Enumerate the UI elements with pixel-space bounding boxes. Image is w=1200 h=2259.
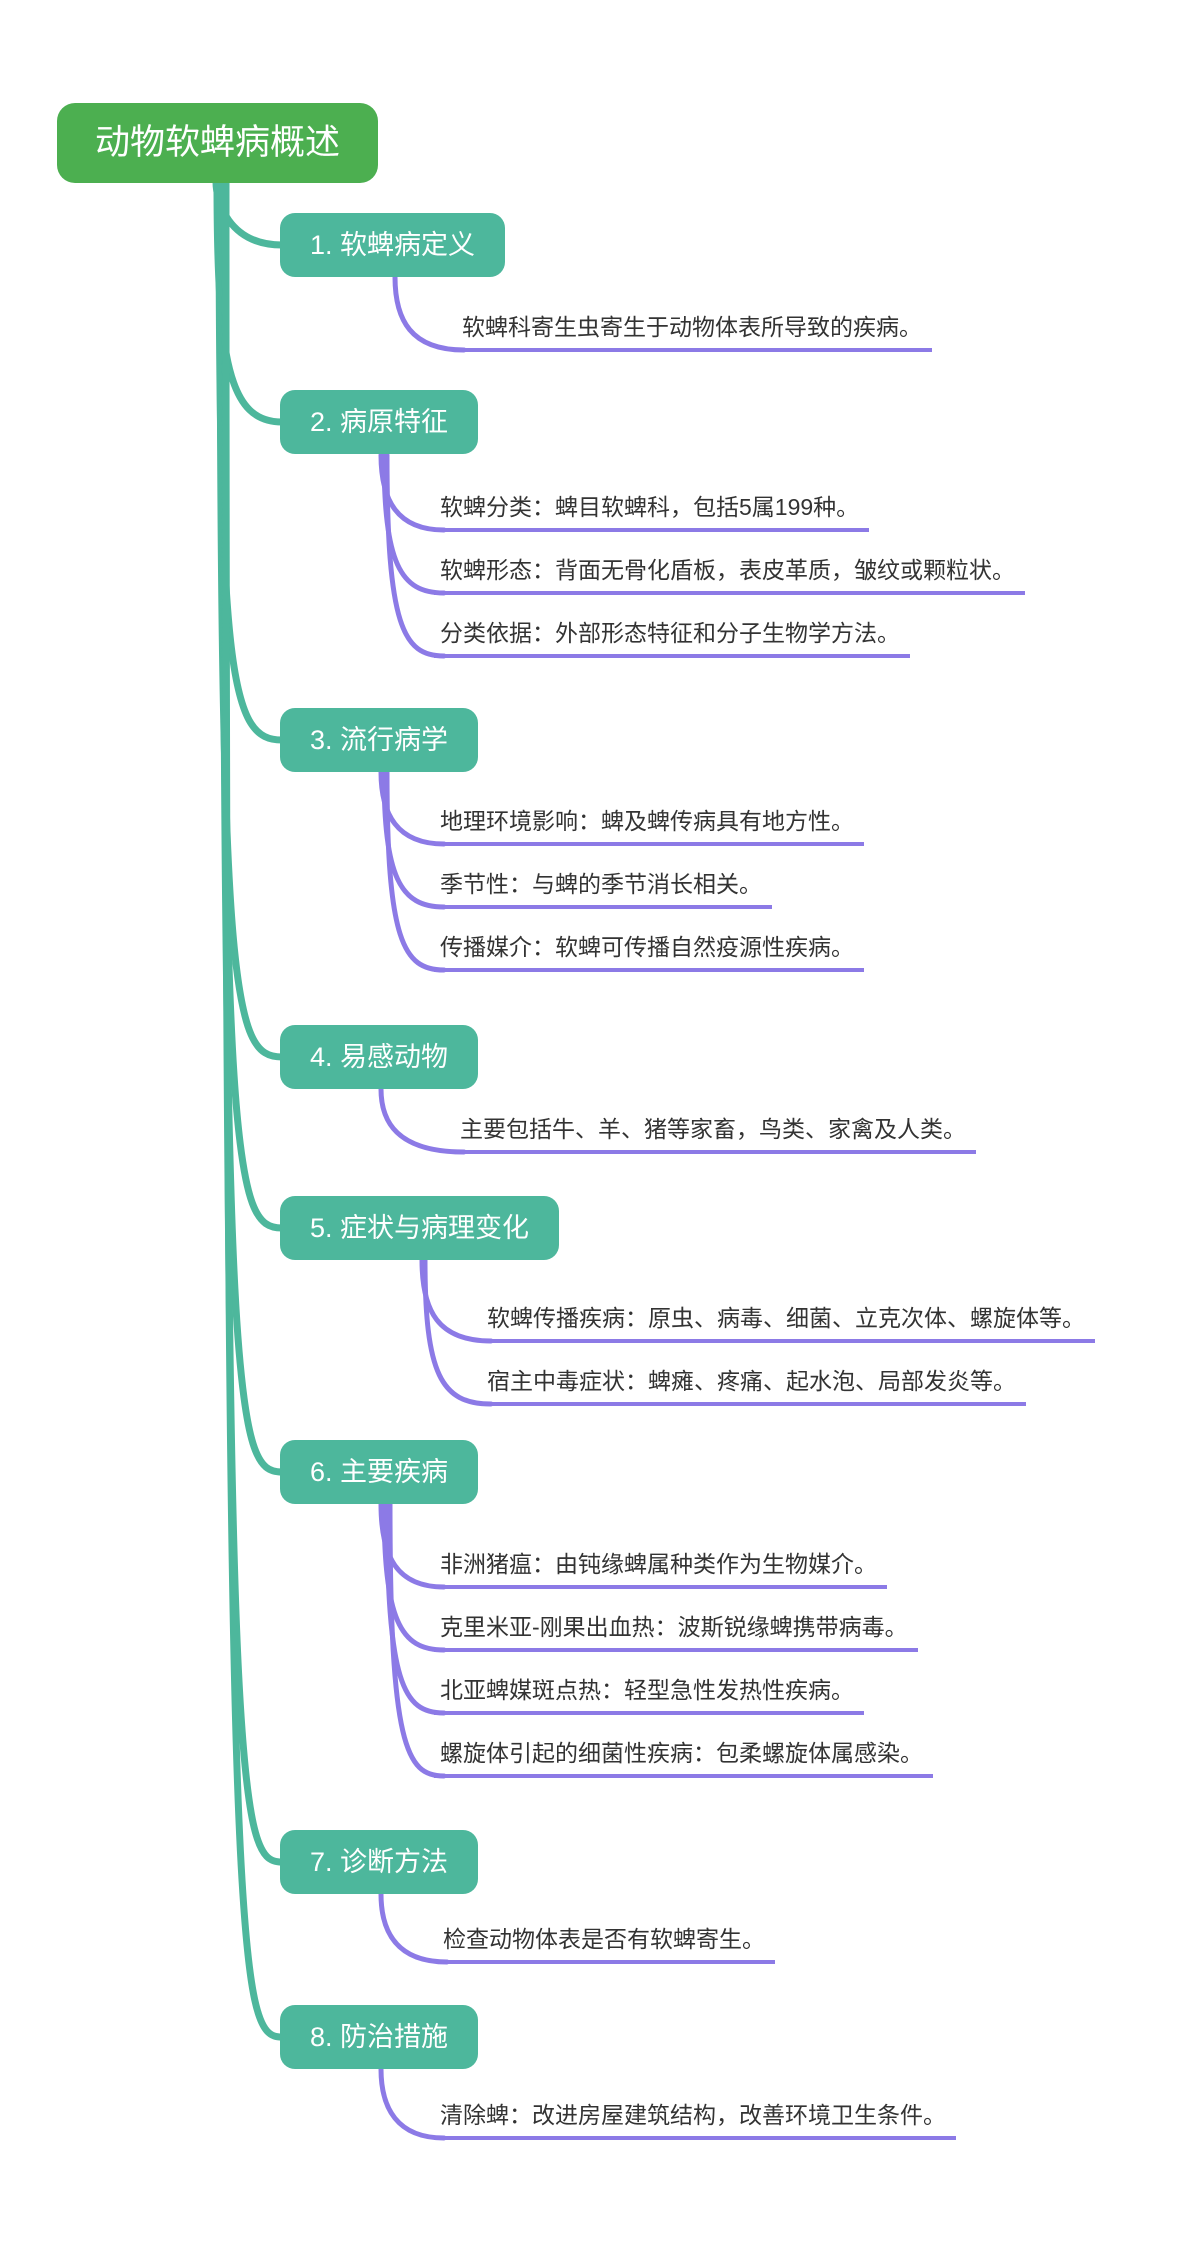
connector-branch6-leaf-4 (387, 1501, 447, 1779)
connector-branch3-leaf-3 (384, 769, 447, 973)
leaf-note-6-1[interactable]: 非洲猪瘟：由钝缘蜱属种类作为生物媒介。 (434, 1549, 887, 1589)
branch-node-2[interactable]: 2. 病原特征 (280, 390, 479, 454)
leaf-note-3-3[interactable]: 传播媒介：软蜱可传播自然疫源性疾病。 (434, 932, 864, 972)
branch-node-8[interactable]: 8. 防治措施 (280, 2005, 479, 2069)
connector-branch4-leaf-1 (378, 1086, 467, 1155)
branch-node-6[interactable]: 6. 主要疾病 (280, 1440, 479, 1504)
branch-node-4[interactable]: 4. 易感动物 (280, 1025, 479, 1089)
leaf-note-7-1[interactable]: 检查动物体表是否有软蜱寄生。 (437, 1924, 775, 1964)
connector-branch3-leaf-2 (381, 769, 447, 910)
leaf-note-4-1[interactable]: 主要包括牛、羊、猪等家畜，鸟类、家禽及人类。 (454, 1114, 976, 1154)
leaf-note-5-2[interactable]: 宿主中毒症状：蜱瘫、疼痛、起水泡、局部发炎等。 (481, 1366, 1026, 1406)
leaf-note-3-1[interactable]: 地理环境影响：蜱及蜱传病具有地方性。 (434, 806, 864, 846)
leaf-note-6-4[interactable]: 螺旋体引起的细菌性疾病：包柔螺旋体属感染。 (434, 1738, 933, 1778)
connector-branch1-leaf-1 (392, 274, 467, 353)
leaf-note-3-2[interactable]: 季节性：与蜱的季节消长相关。 (434, 869, 772, 909)
leaf-note-5-1[interactable]: 软蜱传播疾病：原虫、病毒、细菌、立克次体、螺旋体等。 (481, 1303, 1095, 1343)
leaf-note-2-2[interactable]: 软蜱形态：背面无骨化盾板，表皮革质，皱纹或颗粒状。 (434, 555, 1025, 595)
connector-branch5-leaf-2 (422, 1257, 494, 1407)
branch-node-1[interactable]: 1. 软蜱病定义 (280, 213, 506, 277)
connector-branch8-leaf-1 (378, 2066, 447, 2141)
connector-branch6-leaf-2 (381, 1501, 447, 1653)
branch-node-5[interactable]: 5. 症状与病理变化 (280, 1196, 560, 1260)
branch-node-3[interactable]: 3. 流行病学 (280, 708, 479, 772)
connector-root-branch-8 (222, 178, 286, 2041)
leaf-note-1-1[interactable]: 软蜱科寄生虫寄生于动物体表所导致的疾病。 (456, 312, 932, 352)
connector-branch6-leaf-3 (384, 1501, 447, 1716)
connector-branch2-leaf-2 (381, 452, 447, 596)
leaf-note-8-1[interactable]: 清除蜱：改进房屋建筑结构，改善环境卫生条件。 (434, 2100, 956, 2140)
leaf-note-6-2[interactable]: 克里米亚-刚果出血热：波斯锐缘蜱携带病毒。 (434, 1612, 918, 1652)
leaf-note-6-3[interactable]: 北亚蜱媒斑点热：轻型急性发热性疾病。 (434, 1675, 864, 1715)
connector-branch2-leaf-3 (384, 452, 447, 659)
leaf-note-2-3[interactable]: 分类依据：外部形态特征和分子生物学方法。 (434, 618, 910, 658)
root-node[interactable]: 动物软蜱病概述 (57, 103, 379, 183)
leaf-note-2-1[interactable]: 软蜱分类：蜱目软蜱科，包括5属199种。 (434, 492, 870, 532)
branch-node-7[interactable]: 7. 诊断方法 (280, 1830, 479, 1894)
connector-branch7-leaf-1 (378, 1891, 450, 1965)
